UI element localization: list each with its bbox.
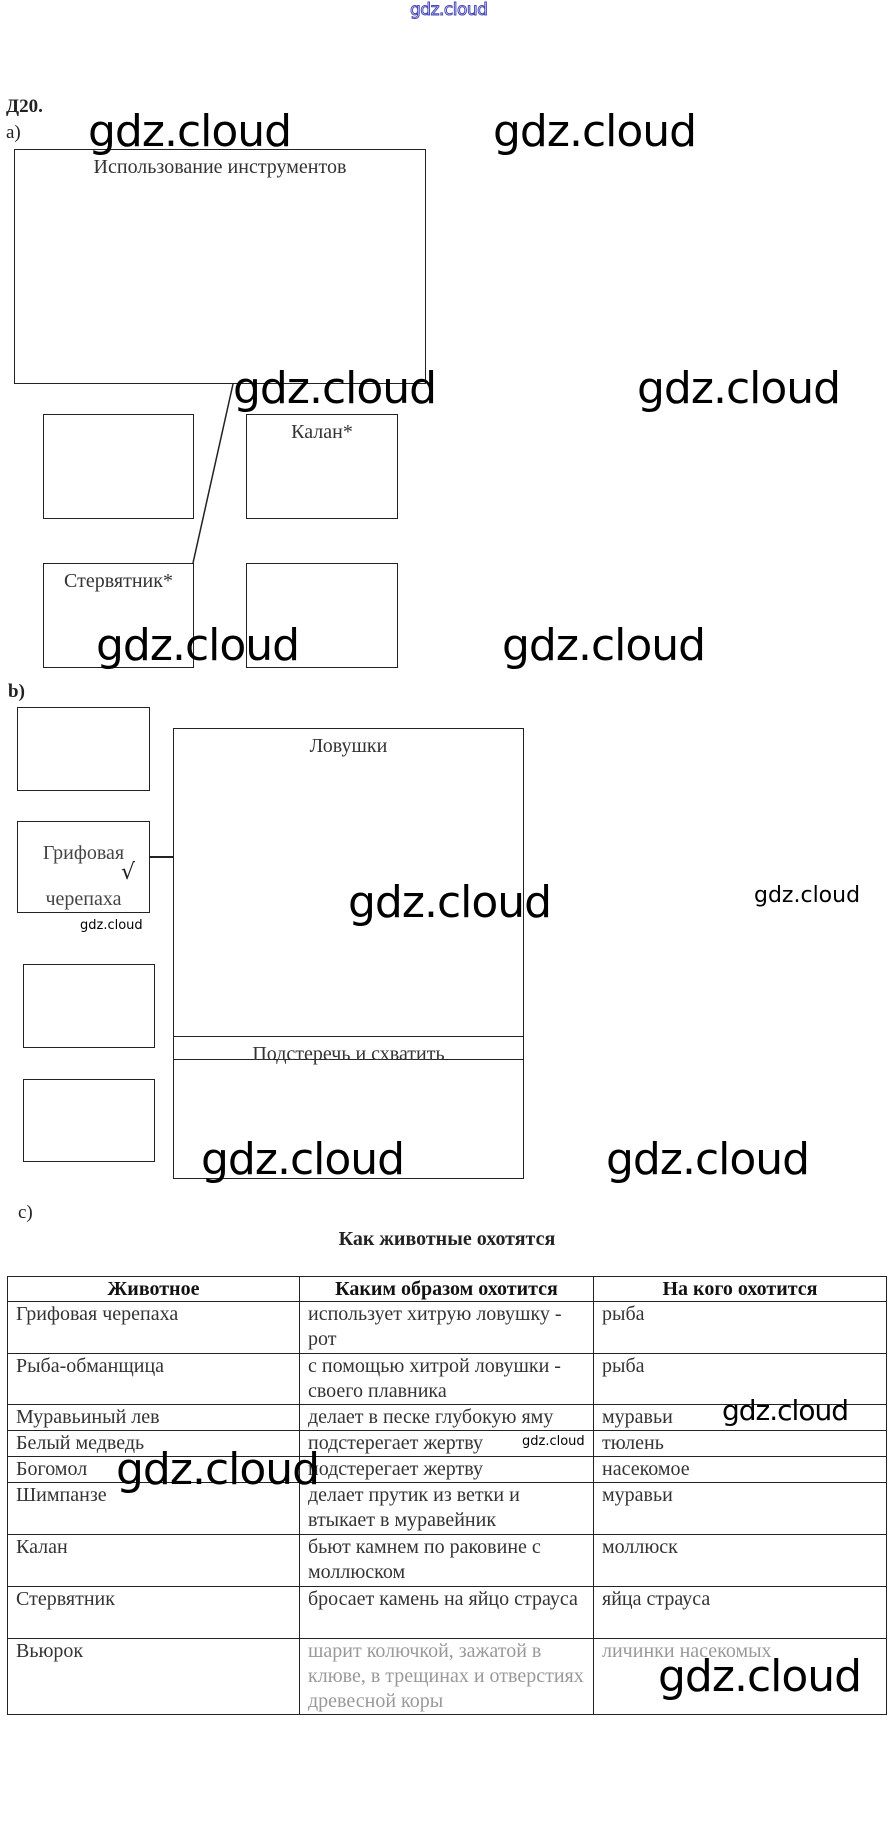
- part-a-box-empty-1: [43, 414, 194, 519]
- cell-method: бросает камень на яйцо страуса: [299, 1586, 594, 1639]
- table-row: Стервятник бросает камень на яйцо страус…: [7, 1586, 887, 1639]
- watermark-top: gdz.cloud: [409, 0, 488, 21]
- watermark: gdz.cloud: [88, 106, 292, 157]
- cell-animal: Калан: [7, 1534, 300, 1587]
- table-header-row: Животное Каким образом охотится На кого …: [7, 1276, 887, 1302]
- table-row: Шимпанзе делает прутик из ветки и втыкае…: [7, 1482, 887, 1535]
- tool-use-label: Использование инструментов: [93, 156, 347, 178]
- cell-method: бьют камнем по раковине с моллюском: [299, 1534, 594, 1587]
- part-b-label: b): [8, 681, 25, 702]
- cell-animal: Богомол: [7, 1456, 300, 1483]
- traps-box: Ловушки: [173, 728, 524, 1060]
- cell-prey: муравьи: [593, 1404, 887, 1431]
- watermark: gdz.cloud: [96, 620, 300, 671]
- sea-otter-label: Калан*: [291, 421, 353, 443]
- part-b-box-empty-1: [17, 707, 150, 791]
- cell-animal: Белый медведь: [7, 1430, 300, 1457]
- ambush-label: Подстеречь и схватить: [252, 1043, 445, 1065]
- watermark: gdz.cloud: [637, 363, 841, 414]
- cell-prey: муравьи: [593, 1482, 887, 1535]
- cell-animal: Стервятник: [7, 1586, 300, 1639]
- traps-label: Ловушки: [309, 735, 388, 757]
- cell-method: делает в песке глубокую яму: [299, 1404, 594, 1431]
- cell-prey: рыба: [593, 1353, 887, 1405]
- cell-prey: личинки насекомых: [593, 1638, 887, 1715]
- table-row: Калан бьют камнем по раковине с моллюско…: [7, 1534, 887, 1587]
- header-method: Каким образом охотится: [299, 1276, 594, 1302]
- vulture-label: Стервятник*: [64, 570, 173, 592]
- cell-method: использует хитрую ловушку - рот: [299, 1301, 594, 1354]
- checkmark-icon: √: [121, 860, 136, 885]
- watermark: gdz.cloud: [658, 1651, 862, 1702]
- part-a-box-vulture: Стервятник*: [43, 563, 194, 668]
- part-a-box-empty-2: [246, 563, 398, 668]
- table-title: Как животные охотятся: [338, 1228, 556, 1250]
- ambush-box: Подстеречь и схватить: [173, 1036, 524, 1179]
- cell-prey: моллюск: [593, 1534, 887, 1587]
- hunting-table: Животное Каким образом охотится На кого …: [7, 1276, 887, 1715]
- watermark: gdz.cloud: [522, 1434, 585, 1449]
- vulture-connector-line: [192, 383, 234, 564]
- table-row: Рыба-обманщица с помощью хитрой ловушки …: [7, 1353, 887, 1405]
- cell-animal: Рыба-обманщица: [7, 1353, 300, 1405]
- cell-prey: яйца страуса: [593, 1586, 887, 1639]
- cell-animal: Муравьиный лев: [7, 1404, 300, 1431]
- cell-prey: насекомое: [593, 1456, 887, 1483]
- watermark: gdz.cloud: [80, 918, 143, 933]
- watermark: gdz.cloud: [201, 1134, 405, 1185]
- cell-method: делает прутик из ветки и втыкает в мурав…: [299, 1482, 594, 1535]
- cell-method: подстерегает жертву: [299, 1456, 594, 1483]
- table-row: Муравьиный лев делает в песке глубокую я…: [7, 1404, 887, 1431]
- part-a-label: a): [6, 122, 21, 143]
- part-c-label: c): [18, 1202, 33, 1223]
- table-row: Богомол подстерегает жертву насекомое: [7, 1456, 887, 1483]
- task-number: Д20.: [6, 96, 43, 117]
- turtle-traps-connector: [150, 856, 173, 858]
- watermark: gdz.cloud: [722, 1394, 849, 1427]
- watermark: gdz.cloud: [502, 620, 706, 671]
- part-b-box-empty-4: [23, 1079, 155, 1162]
- table-row: Белый медведь подстерегает жертву тюлень: [7, 1430, 887, 1457]
- cell-animal: Грифовая черепаха: [7, 1301, 300, 1354]
- watermark: gdz.cloud: [233, 363, 437, 414]
- part-a-box-sea-otter: Калан*: [246, 414, 398, 519]
- part-b-box-empty-3: [23, 964, 155, 1048]
- watermark: gdz.cloud: [606, 1134, 810, 1185]
- table-row: Грифовая черепаха использует хитрую лову…: [7, 1301, 887, 1354]
- header-animal: Животное: [7, 1276, 300, 1302]
- tool-use-box: Использование инструментов: [14, 149, 426, 384]
- cell-prey: рыба: [593, 1301, 887, 1354]
- turtle-label: Грифовая черепаха: [42, 842, 125, 910]
- cell-method: шарит колючкой, зажатой в клюве, в трещи…: [299, 1638, 594, 1715]
- cell-animal: Вьюрок: [7, 1638, 300, 1715]
- part-b-box-turtle: Грифовая черепаха √: [17, 821, 150, 913]
- table-row: Вьюрок шарит колючкой, зажатой в клюве, …: [7, 1638, 887, 1715]
- cell-method: с помощью хитрой ловушки - своего плавни…: [299, 1353, 594, 1405]
- cell-prey: тюлень: [593, 1430, 887, 1457]
- header-prey: На кого охотится: [593, 1276, 887, 1302]
- cell-method: подстерегает жертву: [299, 1430, 594, 1457]
- watermark: gdz.cloud: [116, 1444, 320, 1495]
- watermark: gdz.cloud: [754, 883, 861, 908]
- watermark: gdz.cloud: [348, 877, 552, 928]
- watermark: gdz.cloud: [493, 106, 697, 157]
